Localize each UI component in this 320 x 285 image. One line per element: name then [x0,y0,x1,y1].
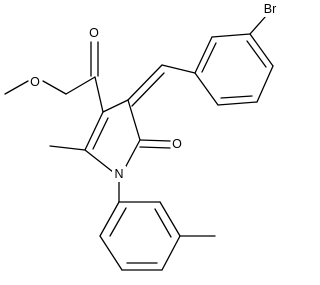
carbonyl-oxygen-label: O [89,26,99,40]
bond-bromophenyl-6 [194,72,219,106]
bond-tolyl-5 [159,201,181,237]
bond-tolyl-1-inner [109,207,127,237]
bromine-atom: Br [258,1,282,17]
bond-ring-c2-c3-b [92,117,109,150]
bond-vinyl-to-aryl [161,64,196,74]
chemical-structure-diagram: Br O O O N [4,1,282,271]
bond-ester-to-ring [94,76,104,113]
bond-tolyl-2 [99,235,123,271]
bond-methoxy-methyl [4,80,29,95]
bond-bromophenyl-5 [217,101,258,106]
bond-ring-c3-c4 [102,99,129,113]
carbonyl-oxygen-atom: O [88,25,100,41]
bond-tolyl-5-inner [154,208,172,238]
bond-ring-c5-n [124,139,141,169]
bond-carbon-bromine [249,15,267,35]
bromine-label: Br [264,2,277,16]
bond-exocyclic-b [131,72,165,107]
ring-nitrogen-atom: N [112,166,126,182]
bond-ketone-b [139,146,171,149]
ketone-oxygen-atom: O [171,136,184,152]
bond-ring-n-c2 [84,149,114,173]
atom-labels: Br O O O N [29,1,282,182]
bond-methoxy-oxygen [42,80,67,95]
bond-ketone-a [139,139,171,142]
bond-tolyl-4 [161,235,181,271]
ester-oxygen-atom: O [29,74,42,90]
bond-ring-c4-c5 [127,99,141,141]
bond-lines [4,15,274,271]
bond-bromophenyl-1 [194,36,213,74]
bond-bromophenyl-4 [256,65,274,103]
ring-nitrogen-label: N [114,167,123,181]
bond-exocyclic-a [127,64,163,101]
bond-bromophenyl-2 [211,33,251,38]
bond-ring-methyl [49,145,86,151]
bond-ring-c2-c3-a [84,111,104,151]
bond-tolyl-1 [99,201,120,237]
bond-bromophenyl-1-inner [201,42,217,73]
ketone-oxygen-label: O [172,137,182,151]
ester-oxygen-label: O [30,75,40,89]
bond-bromophenyl-3-inner [246,40,267,68]
bond-bromophenyl-3 [249,33,274,67]
bond-ester-carbon-to-oxygen [65,76,96,95]
bond-bromophenyl-5-inner [220,95,253,99]
